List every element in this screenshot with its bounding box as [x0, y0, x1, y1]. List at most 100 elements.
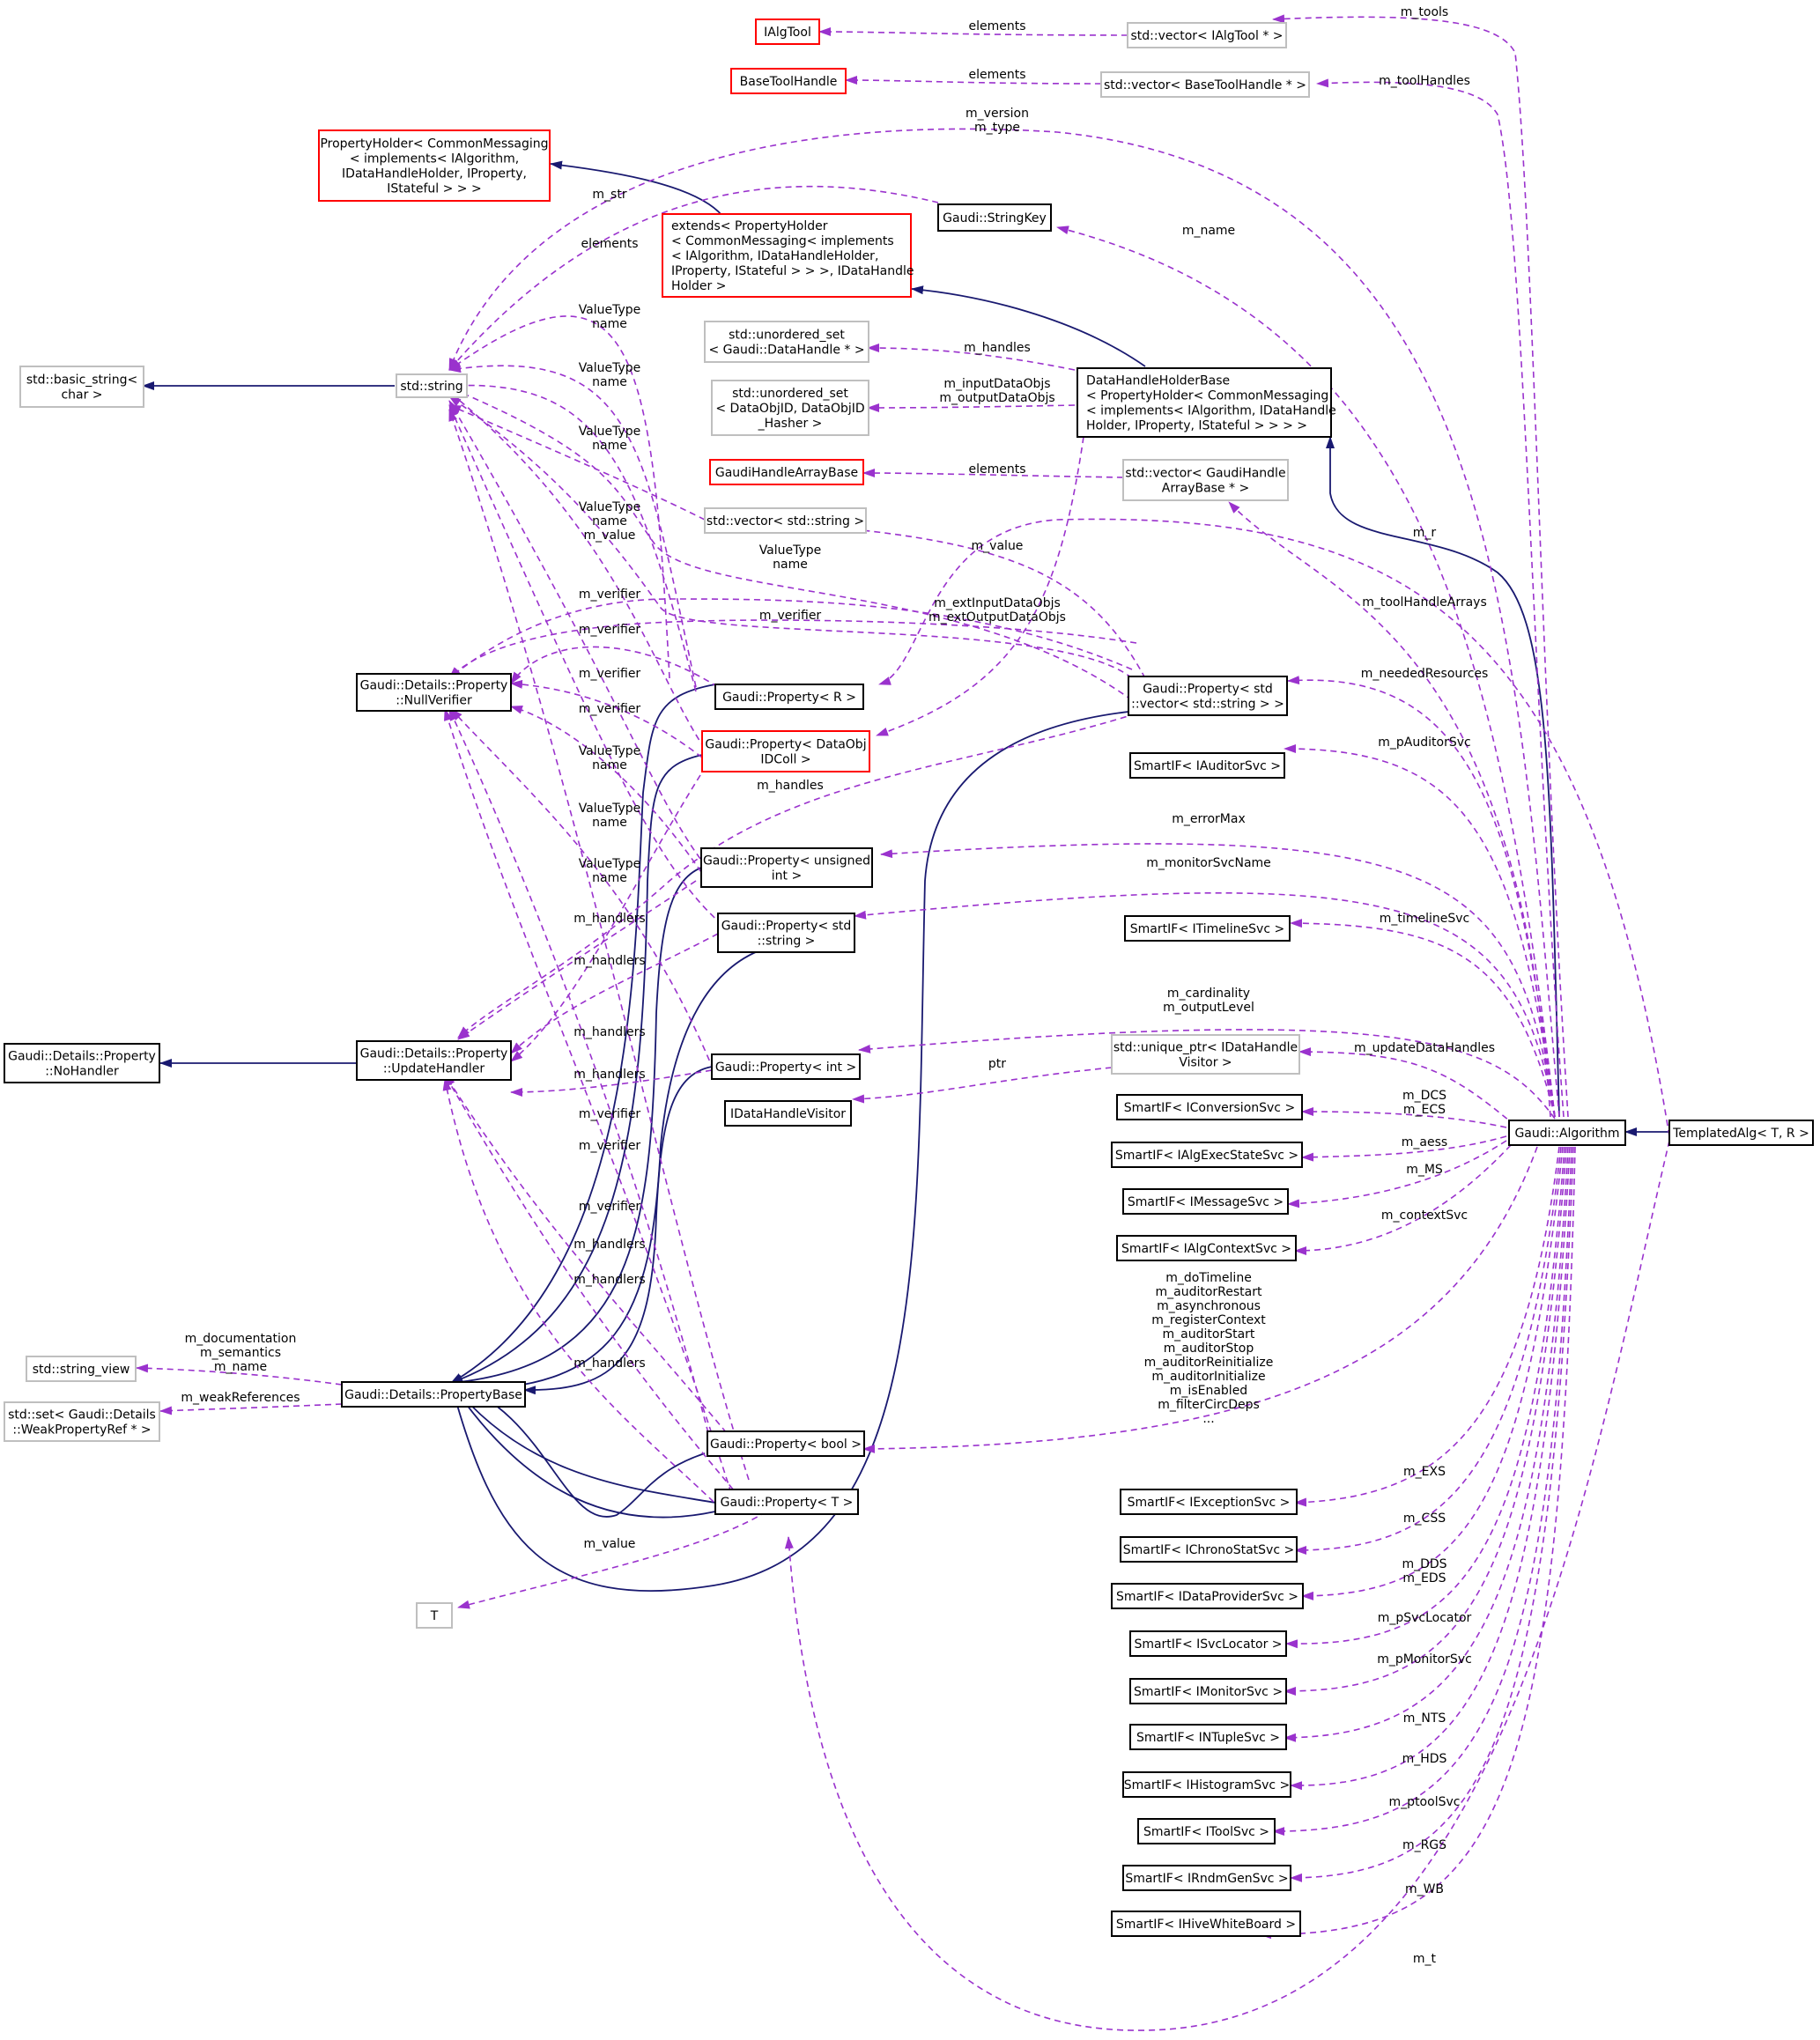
edge-label-timelinesvc: m_timelineSvc: [1380, 912, 1469, 926]
node-smart-svclocator[interactable]: SmartIF< ISvcLocator >: [1129, 1630, 1287, 1657]
node-label-line: SmartIF< IAlgContextSvc >: [1121, 1242, 1291, 1256]
node-smart-tool[interactable]: SmartIF< IToolSvc >: [1137, 1818, 1276, 1844]
edge-label-vt3: ValueType: [579, 425, 641, 439]
edge-label-m-handles-dh: m_handles: [964, 341, 1031, 355]
node-prop-int[interactable]: Gaudi::Property< int >: [711, 1053, 861, 1080]
edge-label-monitorsvcname: m_monitorSvcName: [1146, 856, 1271, 870]
node-label-line: ::NullVerifier: [396, 694, 472, 708]
node-set-weak[interactable]: std::set< Gaudi::Details::WeakPropertyRe…: [4, 1401, 160, 1442]
node-extends[interactable]: extends< PropertyHolder< CommonMessaging…: [662, 213, 914, 298]
node-box: [730, 68, 847, 94]
edge-label-m-name: m_name: [1182, 224, 1235, 238]
edge-label-contextsvc: m_contextSvc: [1381, 1208, 1468, 1223]
edge-vt5: [448, 395, 1133, 679]
node-box: [709, 459, 864, 485]
node-basic-string[interactable]: std::basic_string<char >: [19, 366, 144, 408]
node-label-line: < PropertyHolder< CommonMessaging: [1086, 389, 1328, 403]
node-smart-whiteboard[interactable]: SmartIF< IHiveWhiteBoard >: [1111, 1911, 1301, 1937]
node-label-line: ::NoHandler: [45, 1065, 119, 1079]
edge-pmonitorsvc: [1284, 1146, 1567, 1696]
edge-timelinesvc: [1290, 919, 1556, 1118]
node-unordered-set-dh[interactable]: std::unordered_set< Gaudi::DataHandle * …: [704, 321, 869, 363]
node-smart-algcontext[interactable]: SmartIF< IAlgContextSvc >: [1116, 1235, 1297, 1261]
node-stringkey[interactable]: Gaudi::StringKey: [937, 203, 1052, 232]
node-box: [1111, 1034, 1300, 1075]
node-label-line: ::UpdateHandler: [383, 1062, 485, 1076]
node-smart-monitor[interactable]: SmartIF< IMonitorSvc >: [1129, 1678, 1287, 1704]
node-box: [1124, 915, 1291, 942]
node-box: [1129, 1724, 1287, 1750]
node-vec-string[interactable]: std::vector< std::string >: [704, 507, 867, 534]
node-box: [1111, 1142, 1303, 1168]
node-label-line: PropertyHolder< CommonMessaging: [320, 137, 548, 152]
node-vec-basetoolhandle[interactable]: std::vector< BaseToolHandle * >: [1100, 71, 1310, 98]
edge-label-ext: m_extOutputDataObjs: [928, 610, 1066, 625]
node-nullverifier[interactable]: Gaudi::Details::Property::NullVerifier: [356, 673, 512, 712]
node-smart-dataprovider[interactable]: SmartIF< IDataProviderSvc >: [1111, 1583, 1304, 1609]
node-t[interactable]: T: [416, 1602, 453, 1629]
node-nohandler[interactable]: Gaudi::Details::Property::NoHandler: [4, 1043, 160, 1083]
edge-inherit-propdataobj-propertybase: [450, 754, 703, 1384]
edge-label-vt4: m_value: [584, 528, 636, 543]
node-smart-timeline[interactable]: SmartIF< ITimelineSvc >: [1124, 915, 1291, 942]
node-smart-ntuple[interactable]: SmartIF< INTupleSvc >: [1129, 1724, 1287, 1750]
node-label-line: std::vector< IAlgTool * >: [1131, 29, 1284, 43]
node-vec-gaudihandle[interactable]: std::vector< GaudiHandleArrayBase * >: [1122, 459, 1289, 501]
node-idatahandlevisitor[interactable]: IDataHandleVisitor: [724, 1100, 852, 1127]
node-prop-t[interactable]: Gaudi::Property< T >: [714, 1489, 859, 1515]
node-prop-r[interactable]: Gaudi::Property< R >: [714, 684, 864, 710]
node-smart-auditor[interactable]: SmartIF< IAuditorSvc >: [1129, 752, 1285, 779]
node-label-line: IDColl >: [760, 753, 810, 767]
node-smart-exception[interactable]: SmartIF< IExceptionSvc >: [1120, 1489, 1298, 1515]
node-ialgtool[interactable]: IAlgTool: [755, 18, 820, 45]
node-std-string[interactable]: std::string: [396, 373, 468, 398]
node-algorithm[interactable]: Gaudi::Algorithm: [1508, 1120, 1626, 1146]
node-box: [707, 1430, 865, 1457]
node-label-line: SmartIF< IChronoStatSvc >: [1123, 1543, 1294, 1557]
node-smart-conversion[interactable]: SmartIF< IConversionSvc >: [1116, 1094, 1303, 1120]
node-basetoolhandle[interactable]: BaseToolHandle: [730, 68, 847, 94]
node-propertybase[interactable]: Gaudi::Details::PropertyBase: [341, 1381, 526, 1408]
node-smart-message[interactable]: SmartIF< IMessageSvc >: [1122, 1188, 1289, 1215]
node-unique-ptr[interactable]: std::unique_ptr< IDataHandleVisitor >: [1111, 1034, 1300, 1075]
node-label-line: Gaudi::Property< std: [721, 920, 852, 934]
node-box: [1668, 1120, 1814, 1146]
node-datahandleholderbase[interactable]: DataHandleHolderBase< PropertyHolder< Co…: [1076, 367, 1336, 438]
edge-toolhandlearrays: [1228, 501, 1551, 1118]
edge-label-elements-bth: elements: [968, 68, 1025, 82]
node-unordered-set-doid[interactable]: std::unordered_set< DataObjID, DataObjID…: [711, 380, 869, 436]
node-smart-histogram[interactable]: SmartIF< IHistogramSvc >: [1122, 1771, 1291, 1798]
node-label-line: Gaudi::Property< T >: [721, 1496, 854, 1510]
node-propertyholder[interactable]: PropertyHolder< CommonMessaging< impleme…: [318, 129, 551, 202]
node-box: [1129, 1630, 1287, 1657]
node-prop-bool[interactable]: Gaudi::Property< bool >: [707, 1430, 865, 1457]
node-prop-stdstring[interactable]: Gaudi::Property< std::string >: [717, 913, 855, 953]
node-box: [700, 847, 873, 888]
edge-inherit-propt2-propertybase: [450, 1382, 716, 1504]
node-gaudihandlearraybase[interactable]: GaudiHandleArrayBase: [709, 459, 864, 485]
edge-inherit-propstdstring-propertybase: [450, 950, 758, 1395]
node-box: [4, 1401, 160, 1442]
node-prop-vecstring[interactable]: Gaudi::Property< std::vector< std::strin…: [1128, 676, 1288, 716]
node-templatedalg[interactable]: TemplatedAlg< T, R >: [1668, 1120, 1814, 1146]
edge-label-handlers5: m_handlers: [573, 1238, 645, 1252]
edge-label-vt6: name: [592, 758, 627, 772]
node-updatehandler[interactable]: Gaudi::Details::Property::UpdateHandler: [356, 1040, 512, 1081]
node-smart-chrono[interactable]: SmartIF< IChronoStatSvc >: [1120, 1536, 1298, 1563]
edge-label-neededresources: m_neededResources: [1361, 667, 1489, 681]
edge-label-dds: m_EDS: [1402, 1571, 1446, 1585]
edge-label-handlers3: m_handlers: [573, 1025, 645, 1039]
node-box: [714, 1489, 859, 1515]
node-smart-algexec[interactable]: SmartIF< IAlgExecStateSvc >: [1111, 1142, 1303, 1168]
node-string-view[interactable]: std::string_view: [26, 1356, 137, 1382]
edge-handlers6: [444, 1074, 741, 1498]
edge-m-name: [1056, 225, 1556, 1118]
edge-label-documentation: m_name: [214, 1360, 267, 1374]
edge-label-toolhandlearrays: m_toolHandleArrays: [1362, 595, 1487, 610]
node-smart-rndm[interactable]: SmartIF< IRndmGenSvc >: [1122, 1865, 1291, 1891]
edge-inherit-propbool-propertybase: [450, 1381, 706, 1518]
edge-elements-bth: [845, 76, 1102, 85]
node-vec-ialgtool[interactable]: std::vector< IAlgTool * >: [1127, 22, 1287, 48]
